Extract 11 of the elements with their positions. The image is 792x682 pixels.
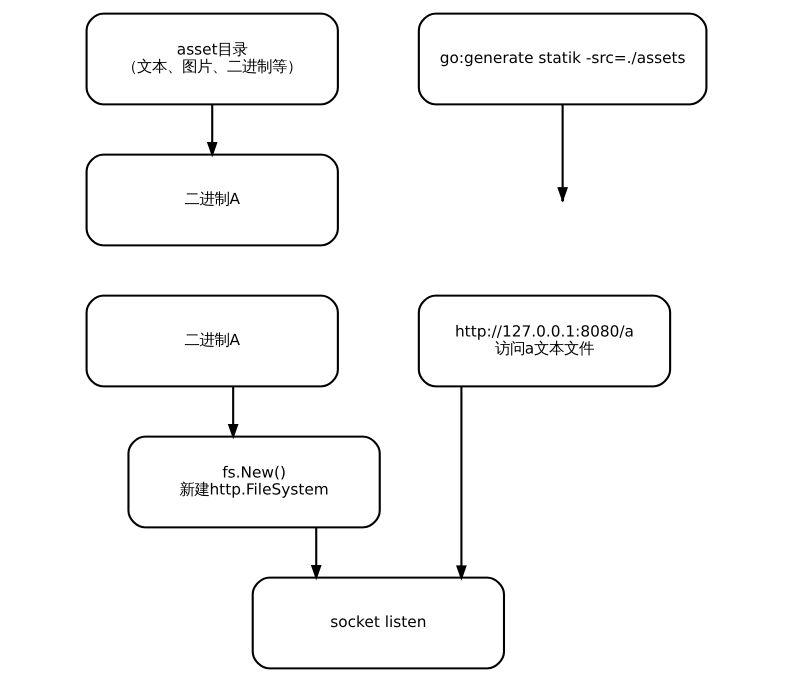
arrow — [206, 104, 218, 158]
node-box: asset目录 （文本、图片、二进制等） — [85, 12, 338, 106]
arrow — [310, 527, 322, 580]
node-box: http://127.0.0.1:8080/a 访问a文本文件 — [417, 294, 671, 388]
arrow — [227, 386, 238, 440]
node-box: go:generate statik -src=./assets — [417, 12, 707, 106]
node-box: 二进制A — [85, 294, 338, 388]
node-box: 二进制A — [85, 154, 338, 246]
arrow — [456, 386, 466, 581]
node-box: fs.New() 新建http.FileSystem — [126, 436, 380, 528]
node-box: socket listen — [251, 576, 505, 670]
